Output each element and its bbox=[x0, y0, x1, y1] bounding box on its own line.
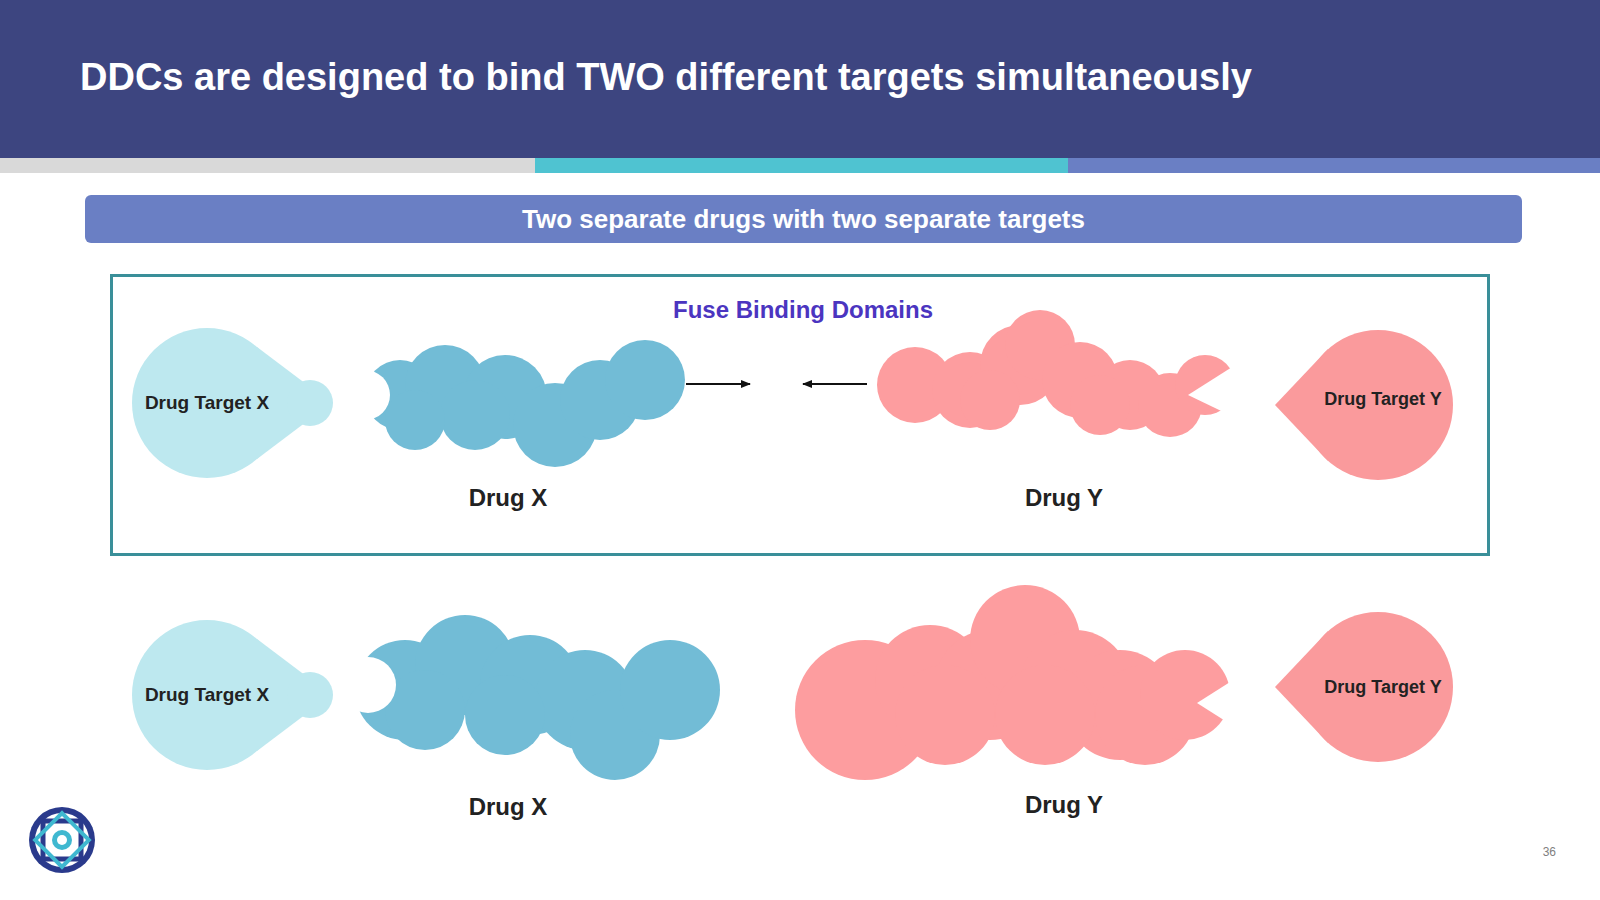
node-label: Drug Y bbox=[1025, 791, 1103, 819]
target-shape: Drug Target X bbox=[130, 328, 335, 478]
node-label: Two separate drugs with two separate tar… bbox=[522, 204, 1085, 235]
drug-blob: Drug Y bbox=[870, 310, 1235, 515]
node-label: Drug Target Y bbox=[1324, 389, 1441, 410]
target-shape: Drug Target Y bbox=[1275, 330, 1455, 480]
target-shape: Drug Target Y bbox=[1275, 612, 1455, 762]
node-label: Fuse Binding Domains bbox=[673, 296, 933, 324]
node-label: Drug Y bbox=[1025, 484, 1103, 512]
node-label: Drug Target Y bbox=[1324, 677, 1441, 698]
stripe bbox=[535, 158, 1068, 173]
node-label: Drug X bbox=[469, 484, 548, 512]
drug-blob: Drug Y bbox=[795, 585, 1255, 825]
fuse-arrow bbox=[803, 383, 867, 385]
target-shape: Drug Target X bbox=[130, 620, 335, 770]
drug-blob: Drug X bbox=[350, 605, 740, 825]
stripe bbox=[1068, 158, 1600, 173]
page-number: 36 bbox=[1543, 845, 1556, 859]
drug-blob: Drug X bbox=[355, 335, 690, 515]
header-band bbox=[0, 0, 1600, 158]
stripe bbox=[0, 158, 535, 173]
subtitle-band: Two separate drugs with two separate tar… bbox=[85, 195, 1522, 243]
logo bbox=[29, 807, 95, 873]
node-label: Drug Target X bbox=[145, 684, 269, 706]
fusion-frame: Fuse Binding DomainsDrug Target X Drug X D… bbox=[110, 274, 1490, 556]
node-label: Drug Target X bbox=[145, 392, 269, 414]
slide-title: DDCs are designed to bind TWO different … bbox=[80, 56, 1252, 99]
fuse-arrow bbox=[686, 383, 750, 385]
node-label: Drug X bbox=[469, 793, 548, 821]
drug-blob-outline bbox=[795, 585, 1255, 825]
drug-blob-outline bbox=[350, 605, 740, 825]
